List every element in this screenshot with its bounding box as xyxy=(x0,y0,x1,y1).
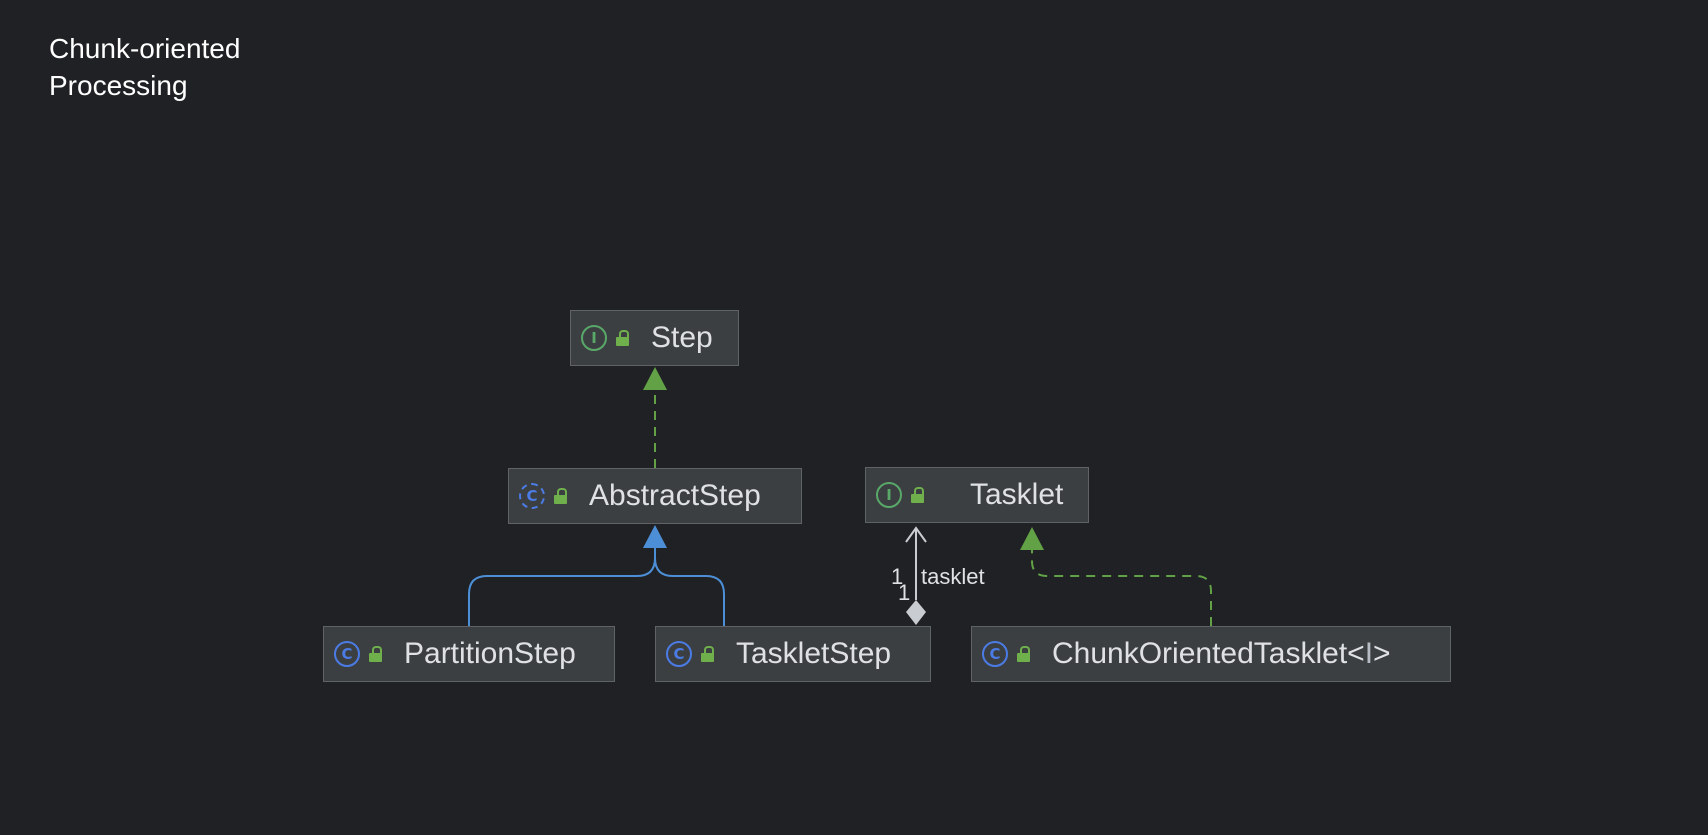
node-label: Step xyxy=(651,321,713,354)
association-arrowhead xyxy=(905,526,927,543)
role-label: tasklet xyxy=(921,564,985,589)
edge-taskletstep-has-tasklet xyxy=(905,526,927,625)
node-label: ChunkOrientedTasklet<I> xyxy=(1052,637,1391,671)
edge-taskletstep-extends-abstractstep xyxy=(654,546,725,626)
abstract-class-icon: C xyxy=(519,483,545,509)
class-node-abstract-step[interactable]: C AbstractStep xyxy=(508,468,802,524)
class-icon: C xyxy=(982,641,1008,667)
type-param: I xyxy=(1364,637,1374,670)
node-label: Tasklet xyxy=(970,478,1064,511)
lock-open-icon xyxy=(1017,646,1030,662)
type-param-close: > xyxy=(1373,637,1391,670)
edge-generalization-to-abstractstep xyxy=(468,525,725,626)
lock-open-icon xyxy=(369,646,382,662)
class-node-tasklet-step[interactable]: C TaskletStep xyxy=(655,626,931,682)
type-param-open: < xyxy=(1347,637,1365,670)
class-icon: C xyxy=(666,641,692,667)
multiplicity-source-label: 1 xyxy=(898,580,911,605)
class-name: ChunkOrientedTasklet xyxy=(1052,637,1348,670)
multiplicity-target-label: 1 xyxy=(891,564,904,589)
slide-title: Chunk-oriented Processing xyxy=(49,30,369,104)
aggregation-diamond xyxy=(906,600,926,625)
edge-abstractstep-realizes-step xyxy=(643,367,667,468)
class-icon: C xyxy=(334,641,360,667)
node-label: TaskletStep xyxy=(736,637,892,670)
lock-open-icon xyxy=(701,646,714,662)
interface-icon: I xyxy=(581,325,607,351)
edge-chunkorientedtasklet-realizes-tasklet xyxy=(1020,527,1212,626)
node-label: AbstractStep xyxy=(589,479,761,512)
lock-open-icon xyxy=(616,330,629,346)
slide-title-line-2: Processing xyxy=(49,70,188,101)
node-label: PartitionStep xyxy=(404,637,576,670)
generalization-arrowhead xyxy=(643,525,667,548)
edge-partitionstep-extends-abstractstep xyxy=(468,546,656,626)
realization-arrowhead xyxy=(643,367,667,390)
class-node-chunk-oriented-tasklet[interactable]: C ChunkOrientedTasklet<I> xyxy=(971,626,1451,682)
class-node-step[interactable]: I Step xyxy=(570,310,739,366)
lock-open-icon xyxy=(554,488,567,504)
class-node-tasklet[interactable]: I Tasklet xyxy=(865,467,1089,523)
class-node-partition-step[interactable]: C PartitionStep xyxy=(323,626,615,682)
interface-icon: I xyxy=(876,482,902,508)
slide-title-line-1: Chunk-oriented xyxy=(49,33,241,64)
lock-open-icon xyxy=(911,487,924,503)
realization-arrowhead xyxy=(1020,527,1044,550)
